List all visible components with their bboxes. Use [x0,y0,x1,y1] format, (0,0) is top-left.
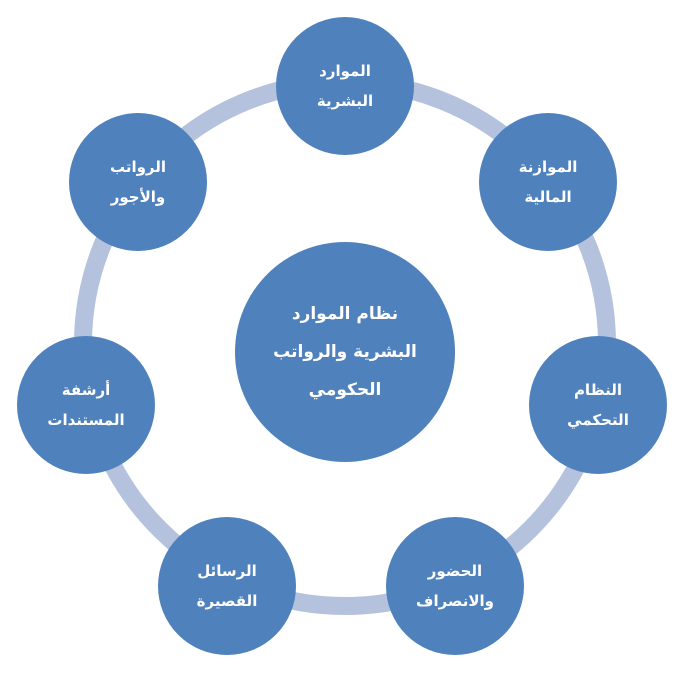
node-label-line: النظام [573,381,623,399]
node-circle-attendance [386,517,524,655]
node-label-line: الموازنة [518,158,578,176]
node-label-line: أرشفة [61,381,111,399]
node-label-line: والانصراف [416,592,494,610]
center-label: نظام الموارد البشرية والرواتب الحكومي [235,242,455,462]
node-circle-payroll [69,113,207,251]
node-circle-budget [479,113,617,251]
node-label-line: الرسائل [197,562,257,580]
node-label-line: القصيرة [196,592,258,610]
node-label-line: الموارد [319,62,371,80]
node-circle-sms [158,517,296,655]
node-label-budget: الموازنة المالية [483,117,613,247]
center-label-line: نظام الموارد [291,304,399,324]
center-label-line: الحكومي [308,380,382,400]
node-circle-hr [276,17,414,155]
node-label-line: التحكمي [567,411,629,429]
node-label-payroll: الرواتب والأجور [73,117,203,247]
node-label-line: الرواتب [109,158,167,176]
node-label-line: البشرية [316,92,374,110]
node-label-attendance: الحضور والانصراف [390,521,520,651]
node-label-archive: أرشفة المستندات [21,340,151,470]
node-circle-control [529,336,667,474]
node-label-line: والأجور [110,188,166,206]
node-label-hr: الموارد البشرية [280,21,410,151]
center-label-line: البشرية والرواتب [273,342,417,362]
node-label-line: المالية [524,188,572,206]
node-label-line: الحضور [427,562,483,580]
node-circle-archive [17,336,155,474]
center-circle [235,242,455,462]
node-label-line: المستندات [47,411,125,429]
node-label-control: النظام التحكمي [533,340,663,470]
node-label-sms: الرسائل القصيرة [162,521,292,651]
